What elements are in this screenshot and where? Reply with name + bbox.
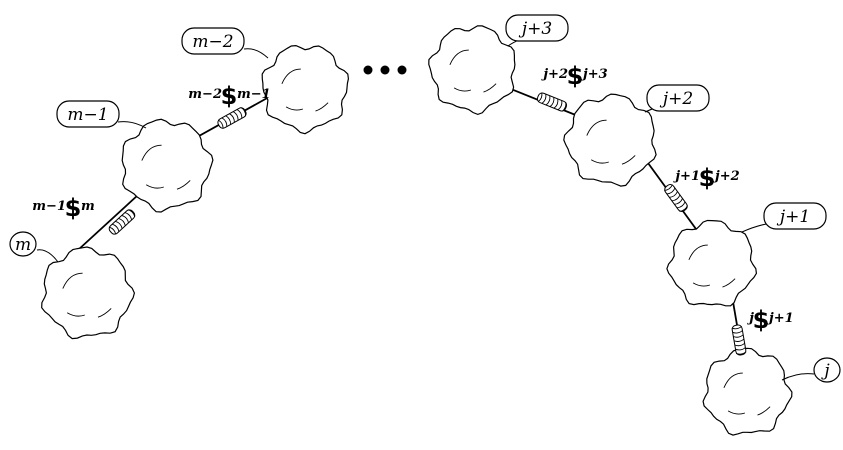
label-text-j+2: j+2 (659, 89, 693, 109)
spring-symbol: $ (699, 164, 716, 192)
label-text-j+1: j+1 (776, 207, 810, 227)
spring-symbol: $ (221, 82, 238, 110)
ellipsis-dot (363, 65, 373, 75)
particle-labels: m m−1 m−2 j+3 j+2 j+1 j (9, 14, 841, 383)
spring-coil-j+1_j+2 (664, 184, 688, 212)
spring-label-left: m−1 (32, 199, 66, 214)
spring-coil-m-2_m-1 (217, 107, 247, 129)
spring-label-m-2_m-1: m−2$m−1 (188, 82, 270, 110)
label-m-1: m−1 (56, 100, 147, 129)
spring-label-j_j+1: j$j+1 (746, 306, 793, 334)
spring-label-j+2_j+3: j+2$j+3 (540, 62, 607, 90)
label-text-j+3: j+3 (518, 19, 552, 39)
particle-m-1 (121, 118, 214, 213)
spring-label-right: m (81, 199, 95, 214)
spring-label-left: j (746, 311, 754, 326)
label-text-j: j (820, 361, 830, 381)
spring-label-j+1_j+2: j+1$j+2 (672, 164, 739, 192)
label-j+3: j+3 (505, 14, 569, 47)
spring-label-right: m−1 (237, 87, 271, 102)
spring-labels: m−1$mm−2$m−1j+2$j+3j+1$j+2j$j+1 (32, 62, 793, 334)
label-text-m-1: m−1 (67, 105, 108, 125)
springs (108, 92, 747, 356)
spring-label-left: j+1 (672, 169, 700, 184)
particle-j+3 (428, 25, 516, 116)
spring-label-m-1_m: m−1$m (32, 194, 94, 222)
spring-label-right: j+2 (712, 169, 740, 184)
label-text-m-2: m−2 (192, 32, 233, 52)
spring-label-left: m−2 (188, 87, 222, 102)
label-j+1: j+1 (741, 202, 827, 233)
spring-label-left: j+2 (540, 67, 568, 82)
ellipsis-dot (380, 65, 390, 75)
particle-m-2 (261, 44, 350, 135)
spring-label-right: j+3 (580, 67, 608, 82)
ellipsis-dot (397, 65, 407, 75)
label-m: m (9, 231, 59, 263)
spring-symbol: $ (65, 194, 82, 222)
label-text-m: m (15, 235, 31, 255)
spring-coil-j+2_j+3 (536, 92, 568, 112)
spring-label-right: j+1 (766, 311, 794, 326)
particle-j (702, 347, 793, 436)
ellipsis (363, 65, 407, 75)
label-j+2: j+2 (644, 84, 710, 113)
particle-j+1 (666, 219, 758, 307)
spring-symbol: $ (567, 62, 584, 90)
label-m-2: m−2 (181, 27, 269, 59)
particle-m (41, 246, 136, 340)
spring-coil-m-1_m (108, 209, 136, 235)
spring-symbol: $ (753, 306, 770, 334)
spring-coil-j_j+1 (731, 324, 747, 356)
particle-j+2 (563, 93, 657, 187)
label-j: j (781, 357, 841, 383)
particles (41, 25, 793, 436)
